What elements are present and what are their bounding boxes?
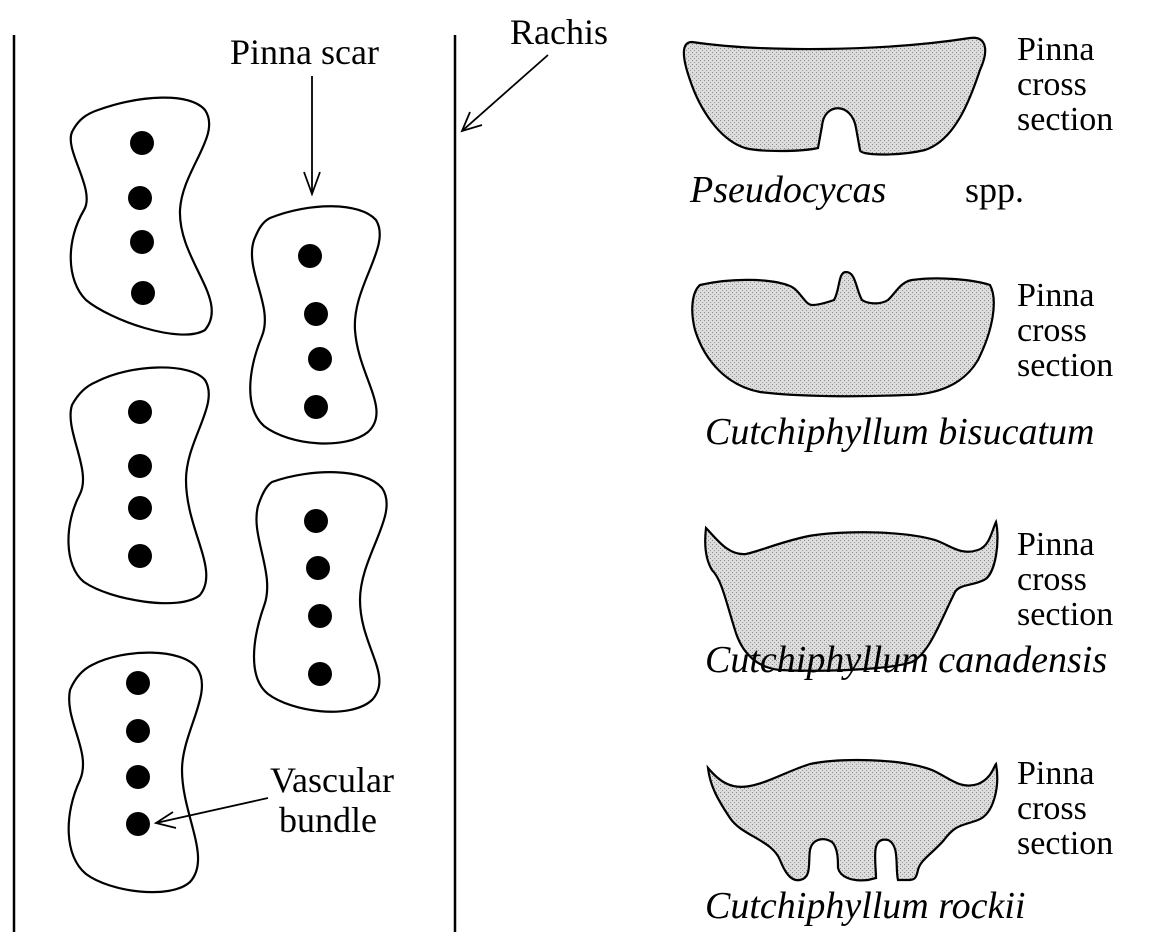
vascular-bundle-dot (126, 765, 150, 789)
vascular-bundle-dot (306, 556, 330, 580)
cross-section-desc-line1: Pinna (1017, 31, 1094, 68)
vascular-bundle-dot (130, 131, 154, 155)
pinna-scar (254, 472, 387, 712)
vascular-bundle-dot (128, 496, 152, 520)
cross-section-desc-line1: Pinna (1017, 755, 1094, 792)
pinna-scar-arrow (304, 76, 320, 194)
pinna-scar (250, 206, 380, 443)
vascular-bundle-dot (308, 347, 332, 371)
pinna-scar (68, 367, 208, 603)
taxon-name-epithet: spp. (965, 170, 1024, 210)
taxon-name: Cutchiphyllum rockii (705, 885, 1025, 927)
vascular-bundle-dot (304, 395, 328, 419)
vascular-bundle-dot (126, 719, 150, 743)
rachis-label: Rachis (510, 12, 608, 52)
cross-section-desc-line1: Pinna (1017, 277, 1094, 314)
taxon-name: Cutchiphyllum bisucatum (705, 411, 1094, 453)
vascular-bundle-dot (308, 662, 332, 686)
vascular-bundle-dot (126, 671, 150, 695)
vascular-bundle-dot (308, 604, 332, 628)
pinna-cross-section-rockii (708, 760, 997, 880)
cross-section-desc-line3: section (1017, 347, 1113, 384)
cross-section-desc-line3: section (1017, 596, 1113, 633)
cross-section-desc-line2: cross (1017, 561, 1087, 598)
vascular-bundle-dot (131, 281, 155, 305)
vascular-bundle-dot (298, 244, 322, 268)
vascular-bundle-dot (130, 230, 154, 254)
vascular-bundle-dot (126, 812, 150, 836)
cross-section-desc-line2: cross (1017, 312, 1087, 349)
rachis-arrow (462, 55, 548, 131)
vascular-bundle-dot (128, 454, 152, 478)
taxon-name-genus: Pseudocycas (689, 169, 886, 211)
cross-section-desc-line2: cross (1017, 790, 1087, 827)
cross-section-desc-line2: cross (1017, 66, 1087, 103)
pinna-scar-label: Pinna scar (230, 32, 379, 72)
vascular-bundle-dot (128, 400, 152, 424)
pinna-scar (69, 653, 202, 893)
vascular-bundle-dot (304, 509, 328, 533)
pinna-scar (71, 98, 212, 335)
cross-section-desc-line3: section (1017, 825, 1113, 862)
vascular-bundle-dot (128, 544, 152, 568)
vascular-bundle-dot (128, 186, 152, 210)
vascular-bundle-label-line1: Vascular (270, 760, 394, 800)
pinna-cross-section-pseudocycas (684, 38, 985, 155)
cross-section-desc-line1: Pinna (1017, 526, 1094, 563)
cross-section-desc-line3: section (1017, 101, 1113, 138)
vascular-bundle-dot (304, 302, 328, 326)
taxon-name: Cutchiphyllum canadensis (705, 639, 1107, 681)
vascular-bundle-label-line2: bundle (279, 800, 377, 840)
pinna-cross-section-bisucatum (692, 272, 994, 396)
